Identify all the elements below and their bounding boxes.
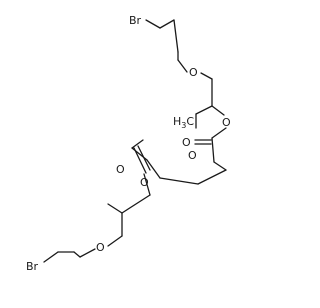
bond	[43, 251, 59, 263]
bromine-label: Br	[129, 14, 142, 27]
methyl-subscript: 3	[181, 121, 186, 130]
oxygen-label: O	[188, 149, 197, 162]
oxygen-label: O	[182, 136, 191, 149]
bond	[213, 161, 227, 171]
top-chain-bonds	[145, 19, 227, 185]
oxygen-label: O	[189, 66, 198, 79]
methyl-h: H	[173, 115, 181, 128]
bond	[121, 194, 151, 214]
methyl-label: H3C	[173, 115, 194, 130]
bond	[177, 59, 188, 73]
oxygen-label: O	[116, 163, 125, 176]
bottom-chain-bonds	[43, 139, 151, 263]
bond	[173, 19, 179, 53]
bromine-label: Br	[26, 260, 39, 273]
bond-double	[137, 145, 151, 171]
bond	[195, 105, 213, 115]
bond	[146, 159, 161, 179]
bond	[73, 251, 81, 258]
bond	[145, 19, 161, 29]
bond	[197, 169, 227, 185]
methyl-c: C	[186, 115, 194, 128]
bond	[143, 173, 151, 196]
bond	[131, 139, 144, 149]
bond	[107, 235, 123, 247]
bond	[107, 203, 123, 214]
bond	[200, 72, 213, 80]
bond	[211, 127, 227, 139]
bond	[211, 105, 225, 116]
oxygen-label: O	[222, 116, 231, 129]
oxygen-label: O	[140, 176, 149, 189]
bond	[211, 137, 215, 163]
bond	[79, 248, 96, 258]
bond-double	[133, 147, 147, 174]
oxygen-label: O	[96, 241, 105, 254]
bond	[159, 177, 199, 185]
chemical-structure: Br O H3C O O O O O O Br	[26, 14, 231, 273]
atom-labels: Br O H3C O O O O O O Br	[26, 14, 231, 273]
bond	[159, 19, 175, 29]
